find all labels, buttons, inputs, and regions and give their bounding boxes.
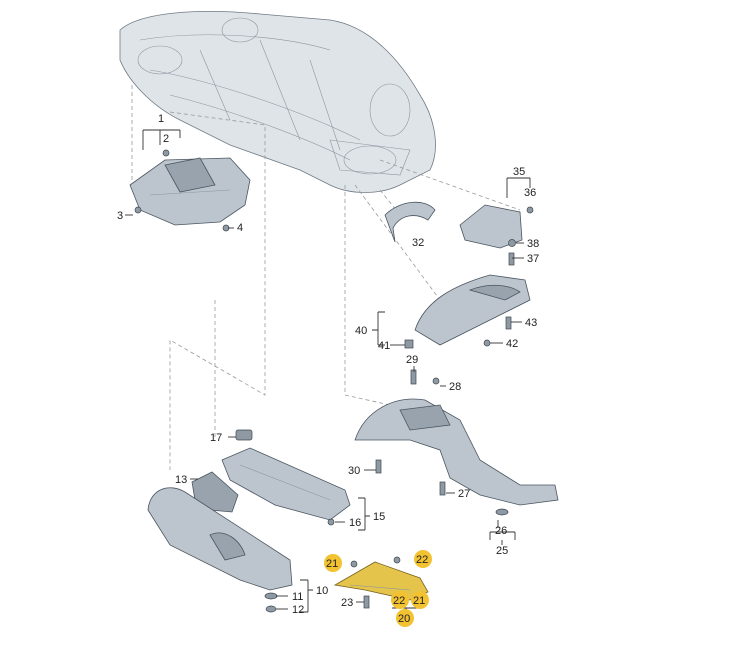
- highlighted-bracket-assembly: [333, 556, 429, 609]
- rear-wheel-housing-liner: [404, 274, 531, 349]
- callout-42: 42: [506, 338, 518, 350]
- callout-38: 38: [527, 238, 539, 250]
- washer-icon: [264, 592, 278, 600]
- clip-icon: [404, 339, 414, 349]
- rear-cover-plate: [459, 204, 534, 266]
- bolt-icon: [134, 206, 142, 214]
- engine-undertray: [129, 149, 251, 232]
- callout-25: 25: [496, 545, 508, 557]
- callout-22-top: 22: [416, 554, 428, 566]
- callout-15: 15: [373, 511, 385, 523]
- callout-35: 35: [513, 166, 525, 178]
- callout-labels: 1 2 3 4 10 11 12 13 15 16 17 20 21 21 22…: [117, 113, 539, 627]
- callout-2: 2: [163, 133, 169, 145]
- callout-20: 20: [398, 613, 410, 625]
- washer-icon: [495, 508, 509, 516]
- callout-26: 26: [495, 525, 507, 537]
- highlight-badge-20: [396, 609, 414, 627]
- nut-icon: [327, 518, 335, 526]
- callout-21-left: 21: [326, 558, 338, 570]
- callout-13: 13: [175, 474, 187, 486]
- callout-1: 1: [158, 113, 164, 125]
- callout-40: 40: [355, 325, 367, 337]
- callout-4: 4: [237, 222, 243, 234]
- highlight-badge-22: [391, 591, 409, 609]
- bolt-icon: [439, 481, 446, 496]
- highlight-badge-21: [411, 591, 429, 609]
- callout-27: 27: [458, 488, 470, 500]
- callout-43: 43: [525, 317, 537, 329]
- bolt-icon: [363, 595, 370, 609]
- clip-icon: [350, 560, 358, 568]
- highlight-badge-21: [324, 554, 342, 572]
- highlight-badge-22: [414, 550, 432, 568]
- callout-17: 17: [210, 432, 222, 444]
- callout-28: 28: [449, 381, 461, 393]
- clip-icon: [432, 377, 440, 385]
- callout-21-right: 21: [413, 595, 425, 607]
- clip-icon: [235, 429, 253, 441]
- callout-10: 10: [316, 585, 328, 597]
- callout-22-bottom: 22: [393, 595, 405, 607]
- callout-3: 3: [117, 210, 123, 222]
- clip-icon: [393, 556, 401, 564]
- callout-41: 41: [378, 340, 390, 352]
- callout-30: 30: [348, 465, 360, 477]
- bolt-icon: [508, 252, 515, 266]
- clip-icon: [483, 339, 491, 347]
- rear-underbody-liner: [354, 369, 559, 516]
- car-body-underside: [119, 11, 436, 193]
- leader-lines: [125, 129, 531, 614]
- callout-36: 36: [524, 187, 536, 199]
- clip-icon: [162, 149, 170, 157]
- callout-37: 37: [527, 253, 539, 265]
- wheel-arch-liner-segment: [384, 201, 436, 243]
- callout-23: 23: [341, 597, 353, 609]
- nut-icon: [265, 605, 277, 613]
- callout-12: 12: [292, 604, 304, 616]
- callout-32: 32: [412, 237, 424, 249]
- bolt-icon: [505, 316, 512, 330]
- side-sill-cover: [147, 487, 293, 613]
- clip-icon: [526, 206, 534, 214]
- bolt-icon: [375, 459, 382, 474]
- nut-icon: [508, 239, 516, 247]
- underbody-panel: [221, 429, 351, 526]
- callout-11: 11: [292, 591, 303, 603]
- dashed-reference-lines: [131, 85, 521, 470]
- bolt-icon: [410, 369, 417, 385]
- callout-16: 16: [349, 517, 361, 529]
- callout-29: 29: [406, 354, 418, 366]
